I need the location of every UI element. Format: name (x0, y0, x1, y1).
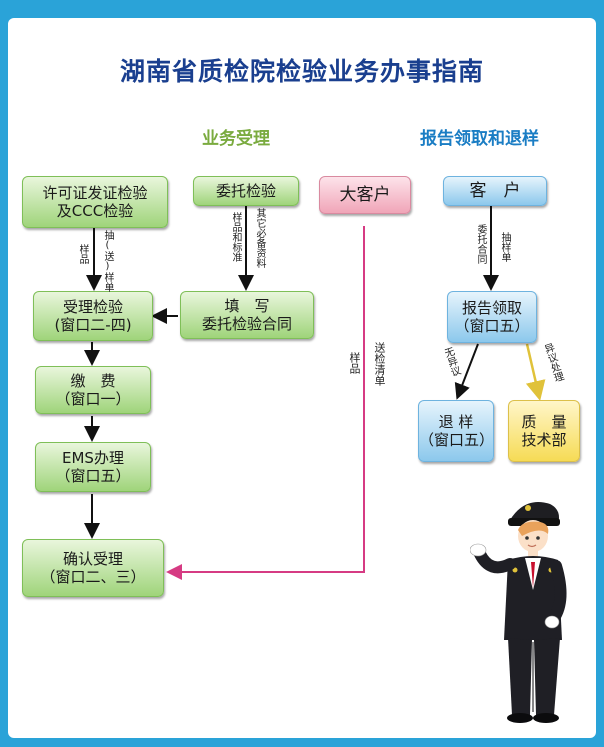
node-ems: EMS办理 （窗口五） (35, 442, 151, 492)
node-entrust: 委托检验 (193, 176, 299, 206)
page-title: 湖南省质检院检验业务办事指南 (119, 57, 484, 86)
node-fill-contract: 填 写 委托检验合同 (180, 291, 314, 339)
node-report-collect: 报告领取 （窗口五） (447, 291, 537, 343)
label-bigclient-sample: 样品 (348, 352, 361, 374)
node-accept: 受理检验 (窗口二-四) (33, 291, 153, 341)
label-entrust-sample-standard: 样品和标准 (230, 212, 241, 262)
node-ems-line2: （窗口五） (55, 467, 131, 485)
node-fill-line1: 填 写 (224, 297, 270, 315)
node-return-sample: 退 样 （窗口五） (418, 400, 494, 462)
label-client-sampling-sheet: 抽样单 (499, 232, 510, 262)
node-fill-line2: 委托检验合同 (201, 315, 292, 333)
edge-report-quality (525, 343, 546, 401)
node-entrust-label: 委托检验 (215, 182, 276, 200)
node-license-line1: 许可证发证检验 (42, 184, 148, 202)
label-license-sample: 样品 (77, 244, 88, 264)
node-accept-line2: (窗口二-四) (54, 316, 132, 334)
node-big-client: 大客户 (319, 176, 411, 214)
node-confirm-line2: （窗口二、三） (40, 568, 146, 586)
section-report-collection: 报告领取和退样 (420, 129, 539, 149)
label-bigclient-list: 送检清单 (373, 342, 386, 386)
node-report-line2: （窗口五） (454, 317, 530, 335)
node-confirm: 确认受理 （窗口二、三） (22, 539, 164, 597)
node-pay-line1: 缴 费 (70, 372, 116, 390)
node-return-line1: 退 样 (438, 413, 474, 431)
label-entrust-documents: 其它必备资料 (254, 208, 265, 268)
label-license-sampling-sheet: 抽(送)样单 (102, 230, 113, 292)
node-report-line1: 报告领取 (461, 299, 522, 317)
edge-bigclient-confirm (166, 226, 365, 580)
edge-report-return (454, 343, 479, 400)
node-license-line2: 及CCC检验 (56, 202, 134, 220)
node-ems-line1: EMS办理 (62, 449, 124, 467)
node-license-ccc: 许可证发证检验 及CCC检验 (22, 176, 168, 228)
node-return-line2: （窗口五） (419, 431, 495, 449)
node-confirm-line1: 确认受理 (62, 550, 123, 568)
section-business-acceptance: 业务受理 (202, 129, 270, 149)
node-accept-line1: 受理检验 (62, 298, 123, 316)
node-big-client-label: 大客户 (339, 184, 391, 205)
guide-staff-illustration (470, 502, 567, 723)
node-pay: 缴 费 （窗口一） (35, 366, 151, 414)
node-client-label: 客 户 (469, 180, 521, 201)
node-client: 客 户 (443, 176, 547, 206)
node-quality-line2: 技术部 (521, 431, 567, 449)
node-pay-line2: （窗口一） (55, 390, 131, 408)
node-quality-line1: 质 量 (521, 413, 567, 431)
label-client-contract: 委托合同 (475, 224, 486, 264)
node-quality-dept: 质 量 技术部 (508, 400, 580, 462)
